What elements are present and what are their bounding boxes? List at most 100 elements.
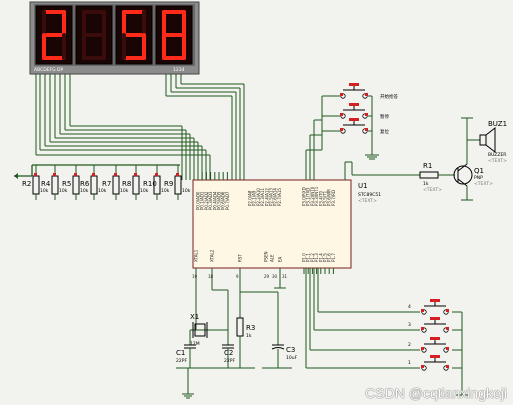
resistor-r2: R2 10k: [22, 165, 49, 200]
button-player-3[interactable]: 3: [408, 317, 449, 333]
buzzer-ref: BUZ1: [488, 120, 507, 128]
pin-label-misc: XTAL1: [194, 249, 199, 262]
pin-psen: 29: [264, 274, 270, 279]
x1-ref: X1: [190, 313, 199, 321]
c1-ref: C1: [176, 349, 185, 357]
button-label: 3: [408, 322, 411, 328]
pin-label-p0: P0.4/AD4: [212, 191, 217, 210]
pin-label-p0: P0.5/AD5: [217, 191, 222, 210]
pin-ale: 30: [272, 274, 278, 279]
pin-label-p1: P1.4: [318, 253, 323, 262]
buzzer-driver: R1 1k <TEXT> Q1 PNP <TEXT> BUZ1 BUZZER <…: [344, 117, 507, 201]
pin-label-p3: P3.3/INT1: [314, 186, 319, 206]
digit-1: [35, 5, 73, 65]
display-wires: [14, 74, 245, 180]
r1-value: 1k: [423, 181, 429, 187]
pin-label-p2: P2.7/A15: [277, 188, 282, 206]
resistor-value: 10k: [161, 188, 170, 194]
button-player-2[interactable]: 2: [408, 337, 449, 353]
resistor-value: 10k: [40, 188, 49, 194]
button-reset[interactable]: 复位: [340, 118, 389, 135]
pin-label-p0: P0.3/AD3: [208, 191, 213, 210]
c2-value: 22PF: [224, 358, 235, 364]
pin-xtal2: 18: [208, 274, 214, 279]
digit-3: [115, 5, 153, 65]
pin-label-p2: P2.4/A12: [264, 188, 269, 206]
button-label: 复位: [380, 128, 389, 135]
resistor-ref: R7: [102, 180, 111, 188]
x1-value: 12M: [190, 341, 200, 347]
resistor-value: 10k: [182, 188, 191, 194]
pin-label-p3: P3.2/INT0: [310, 186, 315, 206]
pin-label-p0: P0.1/AD1: [200, 191, 205, 210]
digit-pins-label: 1234: [173, 67, 185, 73]
resistor-ref: R8: [122, 180, 131, 188]
button-player-4[interactable]: 4: [408, 299, 449, 315]
pin-label-p2: P2.3/A11: [260, 188, 265, 206]
mcu-text: <TEXT>: [358, 198, 377, 204]
resistor-ref: R4: [41, 180, 51, 188]
mcu-part: STC89C51: [358, 192, 381, 198]
pin-label-p0: P0.2/AD2: [204, 191, 209, 210]
resistor-ref: R2: [22, 180, 31, 188]
resistor-value: 10k: [98, 188, 107, 194]
buzzer-type: BUZZER: [488, 152, 506, 158]
c3-value: 10uF: [286, 355, 298, 361]
pin-label-p3: P3.0/RXD: [302, 187, 307, 206]
resistor-value: 10k: [59, 188, 68, 194]
pin-label-p3: P3.4/T0: [318, 190, 323, 206]
pin-label-p2: P2.2/A10: [256, 188, 261, 206]
resistor-ref: R10: [143, 180, 157, 188]
pin-label-p2: P2.5/A13: [269, 188, 274, 206]
pin-label-p3: P3.6/WR: [327, 189, 332, 206]
pin-label-p1: P1.6: [327, 253, 332, 262]
mcu-ref: U1: [358, 182, 368, 190]
pin-ea: 31: [282, 274, 288, 279]
button-label: 开始抢答: [380, 93, 398, 100]
pin-label-p0: P0.7/AD7: [225, 191, 230, 210]
pin-label-misc: PSEN: [264, 252, 269, 262]
r3-value: 1k: [246, 333, 252, 339]
button-player-1[interactable]: 1: [408, 355, 449, 371]
bottom-buttons-wiring: [305, 268, 468, 396]
resistor-r7: R7 10k: [102, 165, 129, 200]
pin-label-p1: P1.3: [314, 253, 319, 262]
digit-4: [155, 5, 193, 65]
r3-ref: R3: [246, 324, 255, 332]
resistor-ref: R6: [80, 180, 90, 188]
button-start[interactable]: 开始抢答: [340, 83, 398, 100]
pin-label-misc: EA: [278, 256, 283, 262]
pin-label-p2: P2.6/A14: [273, 188, 278, 206]
button-pause[interactable]: 暂停: [340, 103, 389, 120]
pin-label-p2: P2.0/A8: [248, 190, 253, 206]
button-label: 2: [408, 342, 411, 348]
buzzer-text: <TEXT>: [488, 158, 507, 164]
button-label: 4: [408, 304, 411, 310]
resistor-ref: R5: [62, 180, 71, 188]
resistor-r10: R10 10k: [143, 165, 170, 200]
q1-ref: Q1: [474, 167, 484, 175]
pin-label-p1: P1.5: [323, 253, 328, 262]
resistor-value: 10k: [120, 188, 129, 194]
resistor-value: 10k: [80, 188, 89, 194]
pin-label-p3: P3.5/T1: [323, 190, 328, 206]
pin-label-p1: P1.0: [302, 253, 307, 262]
digit-2: [75, 5, 113, 65]
pin-rst: 9: [236, 274, 239, 279]
pin-label-p3: P3.7/RD: [331, 190, 336, 206]
pin-xtal1: 19: [192, 274, 198, 279]
pin-label-p2: P2.1/A9: [252, 190, 257, 206]
button-label: 1: [408, 360, 411, 366]
oscillator-and-reset: X1 12M C1 22PF C2 22PF R3 1k C3 10uF: [176, 268, 298, 399]
pin-label-misc: ALE: [270, 254, 275, 262]
resistor-ref: R9: [164, 180, 173, 188]
